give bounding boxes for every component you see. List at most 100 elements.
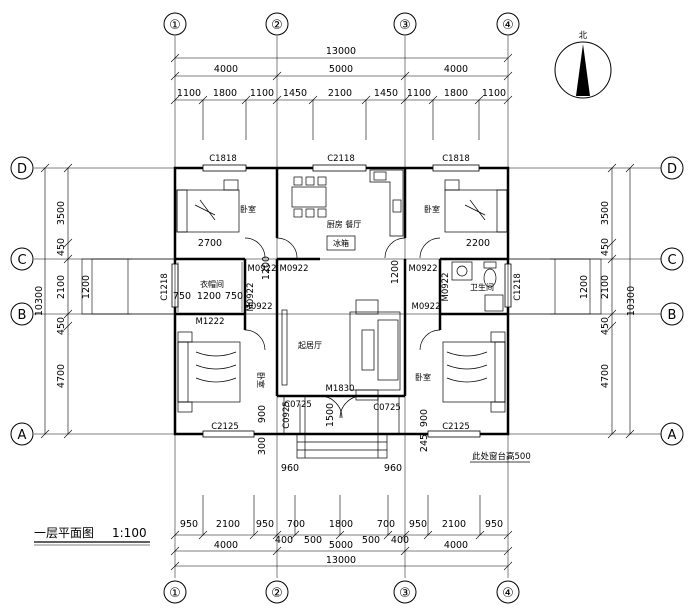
- front-steps: [283, 395, 400, 459]
- axis-bubble-3-bottom: ③: [393, 580, 417, 604]
- dim-1500: 1500: [325, 403, 336, 427]
- axis-bubble-1-bottom: ①: [163, 580, 187, 604]
- dim-750-right: 750: [225, 291, 243, 302]
- dim-bottom-window: 950: [485, 519, 503, 530]
- dim-bottom-total: 13000: [326, 555, 356, 566]
- dim-bottom-window: 950: [180, 519, 198, 530]
- window-label: C1818: [209, 154, 237, 164]
- dim-bottom-small: 500: [304, 535, 322, 546]
- drawing-title: 一层平面图 1:100: [34, 526, 150, 546]
- door-label: M0922: [280, 264, 309, 274]
- title-text: 一层平面图: [34, 526, 94, 540]
- axis-bubble-A-right: A: [660, 422, 684, 446]
- dim-top-main: 4000: [214, 64, 238, 75]
- door-label: M0922: [248, 264, 277, 274]
- room-label: 卧室: [424, 204, 440, 214]
- dim-top-window: 1100: [177, 88, 201, 99]
- dining-table-icon: [291, 176, 327, 218]
- svg-text:①: ①: [169, 586, 181, 601]
- dim-right-main: 450: [600, 317, 611, 335]
- room-label: 卫生间: [470, 282, 494, 292]
- dim-bottom-small: 400: [275, 535, 293, 546]
- dim-bottom-window: 950: [256, 519, 274, 530]
- dim-bottom-small: 400: [391, 535, 409, 546]
- bed-icon: [176, 179, 240, 233]
- toilet-icon: [451, 261, 504, 312]
- room-label: 冰箱: [333, 238, 349, 248]
- dim-left-main: 450: [56, 317, 67, 335]
- axis-bubble-A-left: A: [10, 422, 34, 446]
- dim-top-total: 13000: [326, 46, 356, 57]
- dimension-lines: [40, 53, 635, 571]
- door-label: M0922: [441, 273, 451, 302]
- wardrobe-icon: [177, 262, 243, 312]
- dim-bottom-main: 4000: [214, 540, 238, 551]
- dim-2700: 2700: [198, 238, 222, 249]
- dim-900-left: 900: [257, 405, 268, 423]
- dim-top-window: 1800: [213, 88, 237, 99]
- dim-left-main: 4700: [56, 364, 67, 388]
- svg-text:④: ④: [502, 586, 514, 601]
- dim-bottom-window: 2100: [216, 519, 240, 530]
- door-swings: [244, 237, 441, 419]
- svg-text:①: ①: [169, 18, 181, 33]
- dim-left-inner: 1200: [81, 275, 92, 299]
- bed-icon: [177, 331, 241, 413]
- door-label: M0922: [244, 302, 273, 312]
- svg-text:B: B: [668, 308, 677, 323]
- room-label: 起居厅: [298, 341, 322, 350]
- dim-960-left: 960: [281, 463, 299, 474]
- dim-2200: 2200: [466, 238, 490, 249]
- axis-bubble-4-top: ④: [496, 12, 520, 36]
- dim-top-window: 1100: [407, 88, 431, 99]
- room-label: 卧室: [415, 372, 431, 382]
- dim-1200-wardrobe: 1200: [197, 291, 221, 302]
- dim-bottom-small: 500: [362, 535, 380, 546]
- svg-text:②: ②: [271, 586, 283, 601]
- room-label: 卧室: [240, 204, 256, 214]
- window-label: C2118: [327, 154, 355, 164]
- dim-1200-corridor: 1200: [261, 256, 272, 280]
- axis-bubble-1-top: ①: [163, 12, 187, 36]
- dim-bottom-window: 950: [409, 519, 427, 530]
- dim-top-window: 1450: [283, 88, 307, 99]
- axis-bubble-B-left: B: [10, 302, 34, 326]
- window-label: C0925: [282, 401, 292, 429]
- dim-bottom-window: 700: [377, 519, 395, 530]
- axis-bubbles: ① ② ③ ④ ① ② ③ ④ D C B A D C B A: [10, 12, 684, 604]
- room-label: 衣帽间: [200, 279, 224, 289]
- svg-text:A: A: [18, 428, 27, 443]
- sill-note: 此处窗台高500: [472, 451, 531, 462]
- dim-right-total: 10300: [626, 286, 637, 316]
- axis-bubble-4-bottom: ④: [496, 580, 520, 604]
- axis-bubble-C-left: C: [10, 247, 34, 271]
- axis-bubble-B-right: B: [660, 302, 684, 326]
- svg-text:D: D: [17, 162, 27, 177]
- room-label: 厨房 餐厅: [327, 219, 362, 229]
- axis-bubble-2-bottom: ②: [265, 580, 289, 604]
- dim-top-window: 1100: [482, 88, 506, 99]
- window-label: C0725: [373, 403, 401, 413]
- dim-right-inner: 1200: [579, 275, 590, 299]
- dim-bottom-window: 1800: [329, 519, 353, 530]
- dim-top-main: 5000: [329, 64, 353, 75]
- dim-top-window: 1100: [250, 88, 274, 99]
- svg-text:C: C: [17, 253, 26, 268]
- svg-text:④: ④: [502, 18, 514, 33]
- kitchen-counter-icon: [326, 169, 404, 251]
- dim-300: 300: [257, 437, 268, 455]
- bed-icon: [442, 331, 506, 413]
- dim-750-left: 750: [173, 291, 191, 302]
- dim-right-main: 2100: [600, 275, 611, 299]
- north-label: 北: [579, 31, 588, 41]
- sofa-icon: [349, 299, 401, 401]
- window-label: C2125: [211, 422, 239, 432]
- dim-left-main: 450: [56, 238, 67, 256]
- dim-960-right: 960: [384, 463, 402, 474]
- dim-900-right: 900: [419, 409, 430, 427]
- dim-left-main: 3500: [56, 201, 67, 225]
- dim-left-main: 2100: [56, 275, 67, 299]
- bed-icon: [444, 179, 508, 233]
- dim-bottom-main: 4000: [444, 540, 468, 551]
